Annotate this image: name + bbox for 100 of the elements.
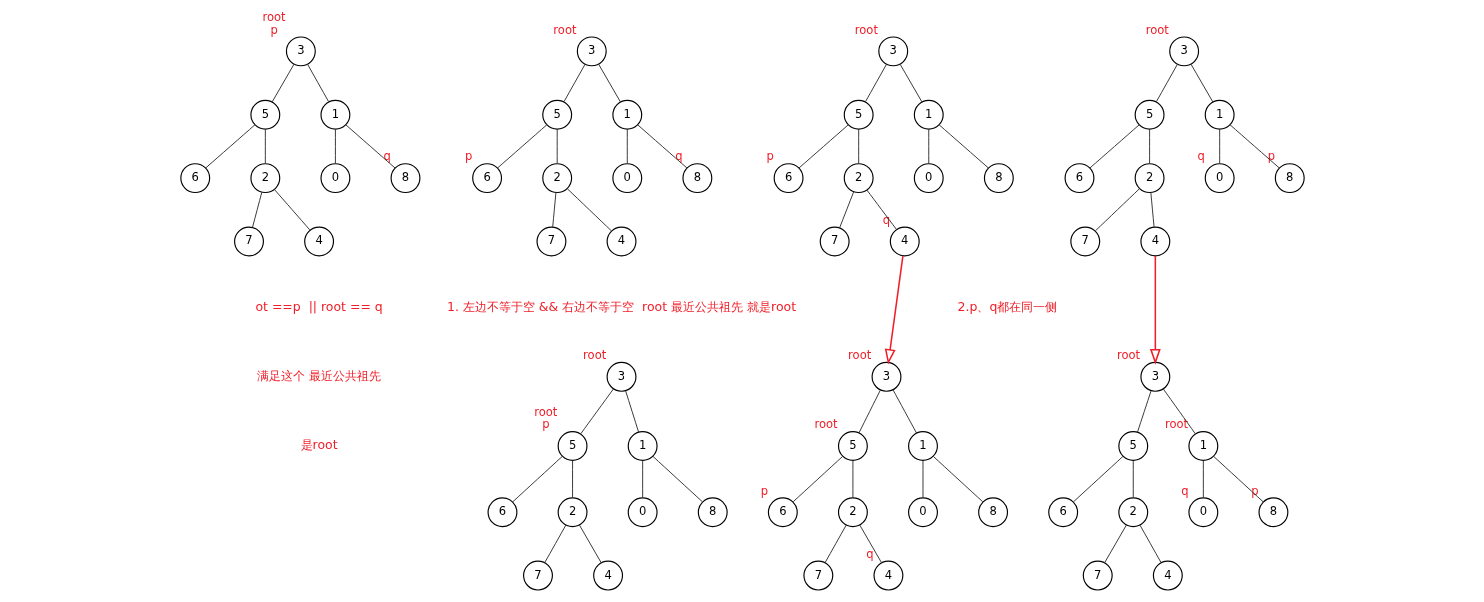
node-circle: 4 [1139, 226, 1170, 257]
node-circle: 7 [535, 226, 566, 257]
node-circle: 6 [471, 163, 502, 194]
node-label: q [382, 149, 391, 164]
connector [1088, 124, 1140, 169]
node-circle: 4 [889, 226, 920, 257]
connector [551, 192, 556, 228]
connector [264, 128, 266, 165]
connector [1072, 455, 1123, 503]
connector [1136, 390, 1152, 433]
node-circle: 3 [576, 36, 607, 67]
node-circle: 2 [843, 163, 874, 194]
node-label: q [865, 546, 874, 561]
connector [344, 124, 396, 169]
node-circle: 2 [557, 497, 588, 528]
connector [1149, 192, 1155, 228]
node-circle: 3 [871, 361, 901, 392]
node-circle: 8 [1257, 497, 1288, 528]
connector [1138, 524, 1161, 563]
node-circle: 6 [773, 163, 804, 194]
node-label: p [1250, 483, 1259, 498]
node-label: root [552, 22, 576, 37]
node-circle: 0 [907, 497, 938, 528]
node-label: p [1267, 149, 1275, 164]
connector [1190, 63, 1213, 103]
node-label: q [674, 149, 683, 164]
connector [1155, 63, 1178, 103]
connector [1132, 460, 1134, 499]
connector [1103, 524, 1127, 564]
connector [496, 124, 547, 169]
connector [1094, 188, 1140, 232]
node-circle: 4 [606, 226, 636, 257]
node-circle: 4 [303, 226, 334, 257]
node-circle: 6 [1047, 497, 1078, 528]
node-circle: 8 [697, 497, 728, 528]
connector [556, 128, 558, 165]
node-circle: 8 [681, 163, 712, 194]
node-circle: 3 [1168, 36, 1199, 67]
node-label: q [1180, 483, 1189, 498]
connector [824, 524, 847, 563]
node-label: p [760, 483, 768, 498]
node-circle: 0 [611, 163, 642, 194]
node-label: root [854, 22, 878, 37]
connector [932, 455, 983, 503]
connector [798, 124, 849, 169]
connector [597, 63, 621, 103]
node-circle: 2 [1117, 497, 1148, 528]
node-label: p [464, 149, 472, 164]
node-circle: 6 [179, 163, 210, 194]
connector [858, 389, 881, 434]
node-circle: 1 [611, 99, 642, 130]
node-circle: 1 [1187, 431, 1218, 461]
connector [1229, 124, 1280, 169]
label: 1. 左边不等于空 && 右边不等于空 root 最近公共祖先 就是root [446, 298, 796, 314]
node-label: root [814, 417, 838, 432]
node-circle: 3 [877, 36, 908, 67]
node-circle: 2 [1134, 163, 1165, 194]
node-label: root [1164, 417, 1188, 432]
node-label: root [533, 404, 557, 419]
label: 2.p、q都在同一侧 [957, 298, 1057, 314]
connector [858, 524, 882, 564]
label: 满足这个 最近公共祖先 [256, 368, 381, 384]
node-circle: 0 [627, 497, 658, 528]
node-circle: 4 [1152, 560, 1183, 591]
node-circle: 5 [541, 99, 572, 130]
node-circle: 1 [319, 99, 350, 130]
node-label: p [766, 149, 774, 164]
connector [1162, 388, 1196, 435]
connector [792, 455, 843, 503]
connector [626, 128, 628, 165]
node-circle: 7 [819, 226, 850, 257]
node-label: root [261, 10, 286, 25]
node-label: root [582, 348, 606, 363]
node-circle: 7 [802, 560, 833, 591]
connector [865, 189, 897, 230]
node-circle: 8 [983, 163, 1014, 194]
node-circle: 4 [872, 560, 903, 591]
connector [563, 63, 586, 103]
node-circle: 6 [1064, 163, 1094, 194]
node-label: q [882, 212, 890, 227]
node-circle: 7 [233, 226, 264, 257]
node-circle: 7 [1082, 560, 1113, 591]
arrow [1149, 255, 1161, 365]
arrow [884, 255, 904, 365]
connector [892, 389, 917, 434]
node-circle: 0 [319, 163, 350, 194]
node-circle: 7 [1069, 226, 1100, 257]
connector [624, 390, 639, 433]
node-circle: 1 [907, 431, 938, 461]
node-label: root [1145, 22, 1169, 37]
node-circle: 2 [541, 163, 572, 194]
connector [571, 460, 573, 499]
connector [864, 63, 887, 103]
connector [851, 460, 853, 499]
connector [334, 128, 336, 165]
label: 是root [300, 437, 338, 453]
node-circle: 0 [1187, 497, 1218, 528]
node-label: p [270, 22, 278, 37]
connector [251, 191, 262, 228]
node-circle: 8 [1274, 163, 1305, 194]
